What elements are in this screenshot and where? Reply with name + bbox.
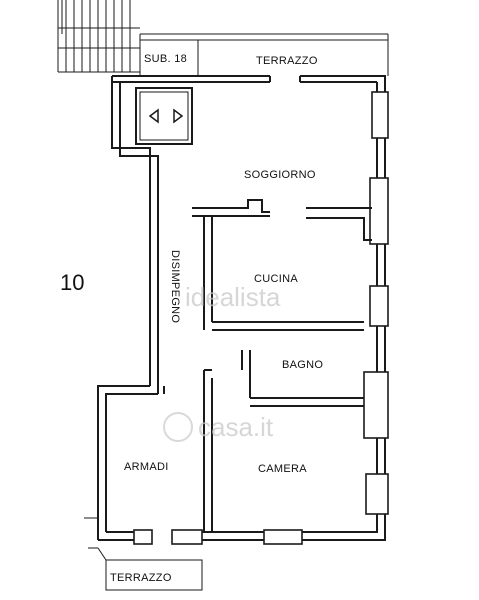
terrace-top bbox=[139, 33, 389, 76]
entry-box bbox=[135, 87, 193, 145]
watermark-casa: casa.it bbox=[198, 412, 274, 442]
room-label-disimpegno: DISIMPEGNO bbox=[169, 250, 181, 323]
terrace-bottom bbox=[97, 547, 203, 591]
watermark-idealista: idealista bbox=[185, 282, 281, 312]
room-label-terrazzo-top: TERRAZZO bbox=[256, 55, 318, 67]
interior-walls bbox=[163, 199, 372, 532]
room-label-terrazzo-bottom: TERRAZZO bbox=[110, 572, 172, 584]
room-label-soggiorno: SOGGIORNO bbox=[244, 169, 316, 181]
staircase bbox=[57, 0, 140, 73]
watermark-casa-logo bbox=[163, 412, 193, 442]
windows-bottom bbox=[133, 529, 303, 545]
entry-marks bbox=[84, 517, 98, 549]
unit-number: 10 bbox=[60, 270, 84, 295]
room-label-camera: CAMERA bbox=[258, 463, 307, 475]
room-label-cucina: CUCINA bbox=[254, 273, 298, 285]
windows-right bbox=[363, 91, 389, 515]
room-label-sub: SUB. 18 bbox=[144, 53, 187, 65]
room-label-bagno: BAGNO bbox=[282, 359, 323, 371]
room-label-armadi: ARMADI bbox=[124, 461, 169, 473]
